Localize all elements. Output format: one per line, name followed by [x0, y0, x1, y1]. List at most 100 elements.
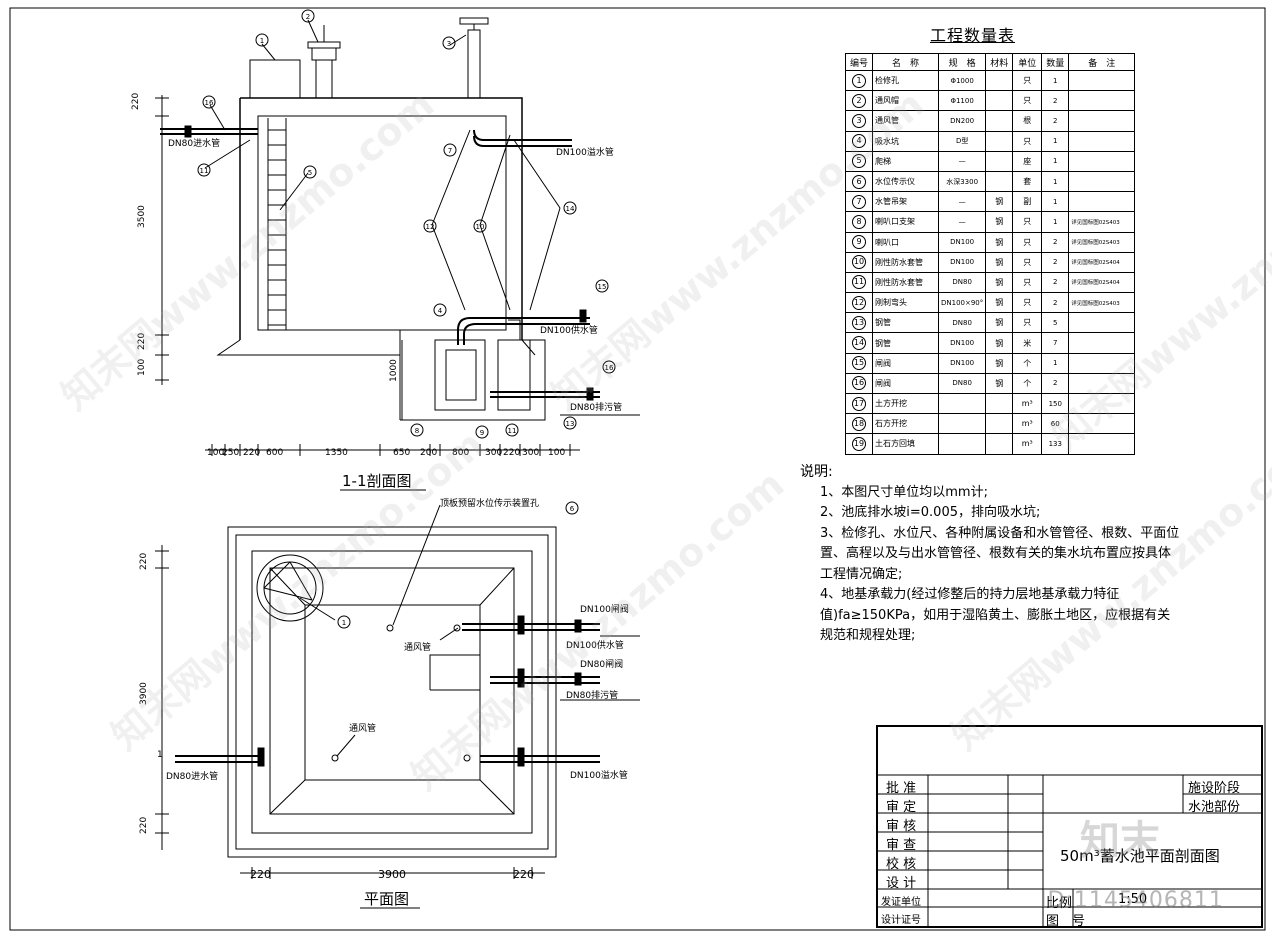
col-header: 规 格	[937, 53, 987, 71]
svg-text:9: 9	[480, 429, 484, 437]
row-number-badge: 9	[852, 235, 866, 250]
row-number-badge: 4	[852, 134, 866, 149]
cell-name: 喇叭口支架	[872, 211, 939, 233]
cell-no: 17	[845, 392, 873, 415]
cell-unit: 米	[1012, 332, 1043, 354]
cell-unit: 只	[1012, 211, 1043, 233]
plan-dim-v-2: 220	[139, 817, 149, 834]
svg-text:1: 1	[342, 619, 346, 627]
svg-text:8: 8	[415, 427, 419, 435]
cell-no: 3	[845, 110, 873, 132]
cell-unit: m³	[1012, 413, 1043, 435]
cell-mat: 钢	[985, 191, 1014, 213]
tb-cert-unit: 发证单位	[881, 897, 921, 908]
cell-qty: 2	[1041, 110, 1070, 132]
callout-1: 1	[255, 33, 269, 47]
callout-13: 13	[563, 416, 577, 430]
svg-text:1: 1	[260, 37, 264, 45]
cell-spec: —	[937, 211, 987, 233]
plan-section-mark: 1	[157, 750, 163, 760]
cell-qty: 1	[1041, 211, 1070, 233]
cell-mat: 钢	[985, 211, 1014, 233]
row-number-badge: 11	[852, 275, 866, 290]
svg-text:13: 13	[566, 420, 575, 428]
plan-valve-100: DN100闸阀	[580, 604, 629, 615]
row-number-badge: 3	[852, 113, 866, 128]
cell-qty: 133	[1041, 433, 1070, 455]
cell-mat	[985, 69, 1014, 92]
plan-dim-h-2: 220	[513, 868, 534, 881]
note-item-2: 2、池底排水坡i=0.005，排向吸水坑;	[820, 505, 1041, 520]
tb-drawing-title: 50m³蓄水池平面剖面图	[1060, 847, 1220, 865]
cell-unit: 只	[1012, 251, 1043, 273]
section-title: 1-1剖面图	[342, 472, 412, 490]
quantity-table-title: 工程数量表	[930, 26, 1016, 45]
cell-name: 钢管	[872, 312, 939, 334]
sheet-frame	[9, 7, 1266, 931]
cell-unit: 套	[1012, 170, 1043, 193]
cell-name: 通风管	[872, 110, 939, 132]
cell-spec: —	[937, 191, 987, 213]
row-number-badge: 19	[852, 436, 866, 451]
cell-no: 5	[845, 150, 873, 172]
cell-mat: 钢	[985, 251, 1014, 273]
callout-1-plan: 1	[337, 615, 351, 629]
callout-9: 9	[475, 425, 489, 439]
callout-3: 3	[442, 36, 456, 50]
section-hdim-11: 100	[548, 448, 565, 458]
cell-mat: 钢	[985, 292, 1014, 314]
cell-qty: 5	[1041, 312, 1070, 334]
callout-11b: 11	[505, 423, 519, 437]
row-number-badge: 6	[852, 174, 866, 189]
plan-note-top: 顶板预留水位传示装置孔	[440, 497, 539, 509]
cell-unit: 个	[1012, 352, 1043, 374]
cell-no: 9	[845, 231, 873, 253]
cell-name: 水管吊架	[872, 191, 939, 213]
cell-no: 12	[845, 292, 873, 314]
title-block: 批 准 审 定 审 核 审 查 校 核 设 计 发证单位 设计证号 施设阶段 水…	[876, 725, 1263, 929]
cell-unit: m³	[1012, 433, 1043, 455]
note-item-1: 1、本图尺寸单位均以mm计;	[820, 484, 988, 500]
plan-inlet: DN80进水管	[166, 770, 218, 782]
notes-heading: 说明:	[800, 464, 833, 480]
svg-text:11: 11	[200, 167, 209, 175]
svg-text:10: 10	[476, 223, 485, 231]
section-dim-100: 100	[137, 359, 147, 376]
tb-cert-no: 设计证号	[881, 915, 921, 926]
cell-spec: DN200	[937, 110, 987, 132]
section-hdim-7: 800	[452, 448, 469, 458]
cell-name: 钢管	[872, 332, 939, 354]
plan-dim-v-1: 3900	[139, 682, 149, 705]
svg-text:16: 16	[605, 364, 614, 372]
cell-qty: 1	[1041, 69, 1070, 92]
svg-text:7: 7	[448, 147, 452, 155]
cell-no: 1	[845, 69, 873, 92]
cell-qty: 2	[1041, 90, 1070, 112]
tb-proof: 校 核	[886, 857, 917, 872]
cell-note	[1068, 110, 1136, 132]
plan-vent-label-1: 通风管	[404, 641, 431, 653]
tb-review: 审 核	[886, 819, 917, 834]
cell-note: 详见国标图02S403	[1068, 211, 1136, 233]
row-number-badge: 1	[852, 73, 866, 88]
cell-spec: Φ1100	[937, 90, 987, 112]
section-overflow-label: DN100溢水管	[556, 146, 614, 158]
cell-no: 13	[845, 312, 873, 334]
section-view	[155, 17, 600, 456]
cell-name: 检修孔	[872, 69, 939, 92]
section-drain-label: DN80排污管	[570, 401, 622, 413]
cell-name: 刚性防水套管	[872, 251, 939, 273]
cell-spec: 水深3300	[937, 170, 987, 193]
cell-qty: 2	[1041, 271, 1070, 294]
